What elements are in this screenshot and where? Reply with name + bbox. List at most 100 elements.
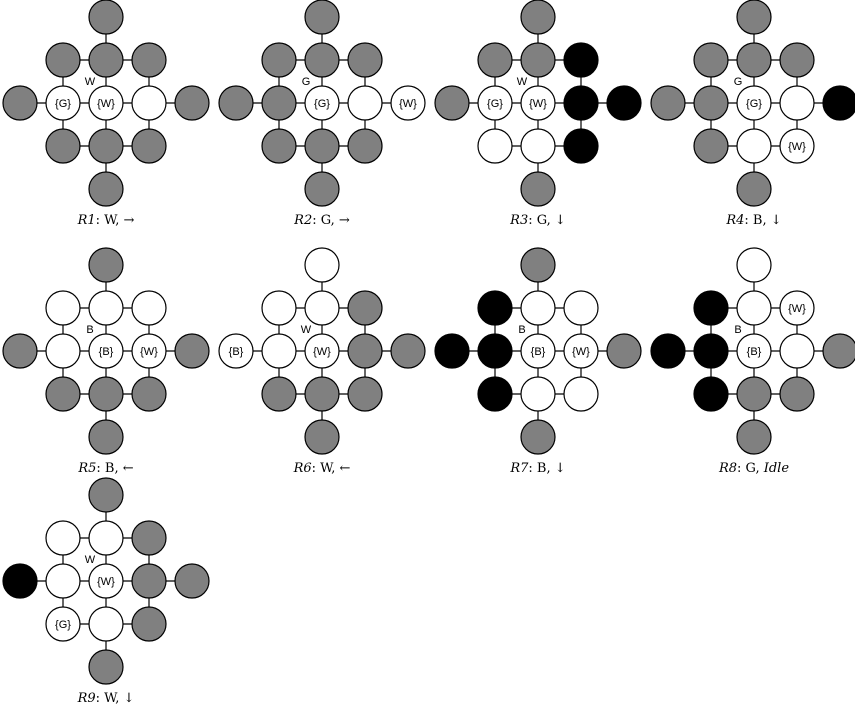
node-rr xyxy=(390,333,426,369)
caption-action: ← xyxy=(123,461,134,476)
node-label: {B} xyxy=(747,346,762,358)
node-top xyxy=(736,0,772,35)
node-bot xyxy=(520,171,556,207)
node-mc xyxy=(88,563,124,599)
caption-round: R4 xyxy=(725,213,744,228)
node-bot xyxy=(736,419,772,455)
panel-r9: {W}{G}WR9: W, ↓ xyxy=(2,477,210,706)
node-mc xyxy=(520,333,556,369)
node-top xyxy=(520,0,556,35)
node-ml xyxy=(477,333,513,369)
node-mc xyxy=(88,333,124,369)
node-rr xyxy=(174,333,210,369)
node-label: {W} xyxy=(97,576,115,588)
node-label: {W} xyxy=(788,303,806,315)
node-dr xyxy=(131,376,167,412)
caption-sep: : xyxy=(96,213,105,228)
caption-color: B xyxy=(537,461,547,476)
node-dl xyxy=(45,128,81,164)
node-mc xyxy=(304,333,340,369)
node-ll xyxy=(434,85,470,121)
node-dc xyxy=(88,376,124,412)
caption-sep: : xyxy=(312,461,321,476)
node-uc xyxy=(520,290,556,326)
caption-round: R8 xyxy=(718,461,737,476)
node-ul xyxy=(477,42,513,78)
node-top xyxy=(88,247,124,283)
panel-r5: {B}{W}BR5: B, ← xyxy=(2,247,210,476)
node-dc xyxy=(88,606,124,642)
caption-color: G xyxy=(321,213,331,228)
node-label: {W} xyxy=(572,346,590,358)
node-mr xyxy=(131,85,167,121)
node-top xyxy=(520,247,556,283)
node-ul xyxy=(477,290,513,326)
node-top xyxy=(304,247,340,283)
caption-comma: , xyxy=(115,213,123,228)
node-ml xyxy=(261,333,297,369)
robot-label: B xyxy=(518,324,525,336)
panel-r2: {G}{W}GR2: G, → xyxy=(218,0,426,228)
panel-r6: {B}{W}WR6: W, ← xyxy=(218,247,426,476)
caption-comma: , xyxy=(547,213,555,228)
node-ml xyxy=(693,85,729,121)
node-ur xyxy=(563,42,599,78)
robot-label: W xyxy=(517,76,528,88)
caption-sep: : xyxy=(312,213,321,228)
caption-round: R6 xyxy=(293,461,312,476)
panel-r4: {G}{W}GR4: B, ↓ xyxy=(650,0,855,228)
node-ur xyxy=(779,42,815,78)
node-dr xyxy=(347,376,383,412)
node-ur xyxy=(347,42,383,78)
robot-label: G xyxy=(734,76,743,88)
panel-r7: {B}{W}BR7: B, ↓ xyxy=(434,247,642,476)
panel-r1: {G}{W}WR1: W, → xyxy=(2,0,210,228)
node-uc xyxy=(736,290,772,326)
node-ur xyxy=(779,290,815,326)
node-ll xyxy=(650,85,686,121)
node-mc xyxy=(520,85,556,121)
node-label: {W} xyxy=(399,98,417,110)
node-dl xyxy=(45,376,81,412)
node-dr xyxy=(563,128,599,164)
caption-round: R2 xyxy=(293,213,312,228)
node-top xyxy=(736,247,772,283)
node-ml xyxy=(45,563,81,599)
caption-action: → xyxy=(339,213,350,228)
node-rr xyxy=(822,85,855,121)
node-ul xyxy=(45,290,81,326)
node-dc xyxy=(304,376,340,412)
caption-color: W xyxy=(104,213,118,228)
node-dr xyxy=(131,606,167,642)
node-dl xyxy=(477,376,513,412)
node-dc xyxy=(304,128,340,164)
node-bot xyxy=(304,171,340,207)
node-dr xyxy=(779,376,815,412)
node-uc xyxy=(736,42,772,78)
caption-comma: , xyxy=(331,461,339,476)
node-uc xyxy=(88,520,124,556)
node-ur xyxy=(131,42,167,78)
node-label: {G} xyxy=(55,98,71,110)
node-ml xyxy=(261,85,297,121)
node-mc xyxy=(736,85,772,121)
node-mc xyxy=(304,85,340,121)
node-dc xyxy=(736,376,772,412)
node-rr xyxy=(390,85,426,121)
node-mr xyxy=(779,333,815,369)
node-top xyxy=(304,0,340,35)
node-uc xyxy=(304,290,340,326)
node-dl xyxy=(45,606,81,642)
robot-label: G xyxy=(302,76,311,88)
node-ur xyxy=(347,290,383,326)
node-dr xyxy=(131,128,167,164)
node-bot xyxy=(520,419,556,455)
node-dl xyxy=(693,128,729,164)
node-bot xyxy=(304,419,340,455)
caption-comma: , xyxy=(755,461,763,476)
node-uc xyxy=(304,42,340,78)
node-ll xyxy=(650,333,686,369)
caption-sep: : xyxy=(96,691,105,706)
node-bot xyxy=(88,171,124,207)
